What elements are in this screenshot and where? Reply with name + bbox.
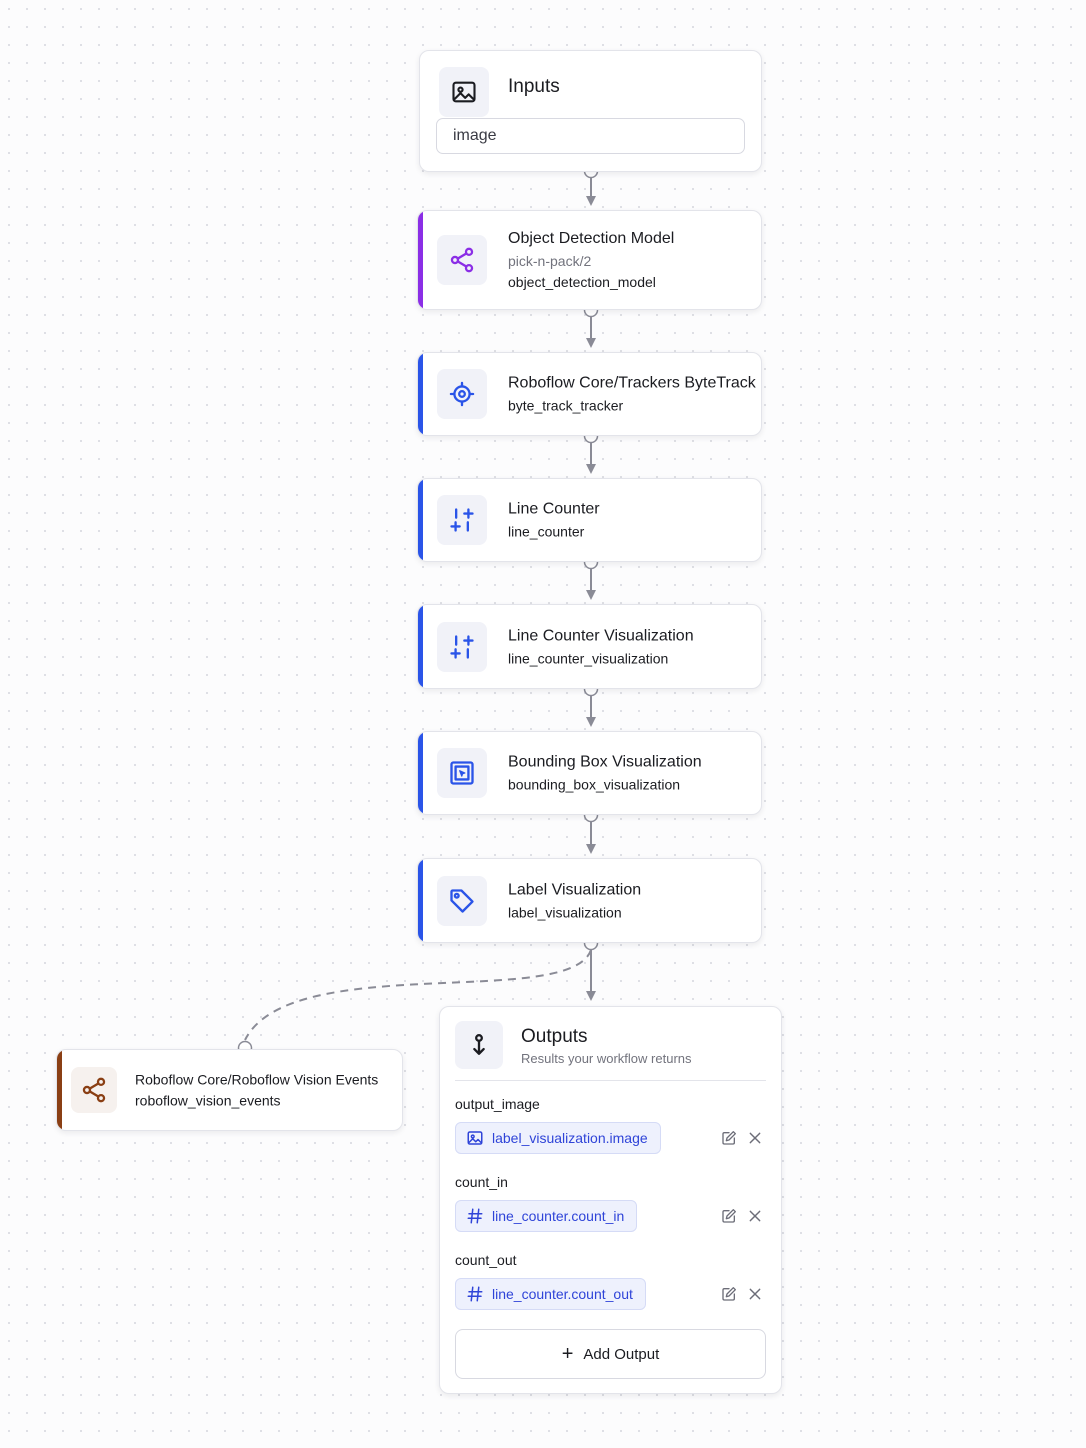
output-source-value: label_visualization.image [492, 1130, 648, 1146]
edit-icon[interactable] [720, 1285, 738, 1303]
output-name: count_in [455, 1174, 508, 1190]
inputs-node[interactable]: Inputs image [419, 50, 762, 172]
node-id: byte_track_tracker [508, 397, 624, 414]
divider [455, 1080, 766, 1081]
add-output-button[interactable]: + Add Output [455, 1329, 766, 1379]
node-title: Roboflow Core/Roboflow Vision Events [135, 1071, 379, 1088]
image-icon [466, 1129, 484, 1147]
node-id: line_counter [508, 523, 585, 540]
share-nodes-icon [71, 1067, 117, 1113]
counter-icon [437, 495, 487, 545]
node-accent-bar [57, 1050, 62, 1130]
tag-icon [437, 875, 487, 926]
node-accent-bar [418, 353, 423, 435]
node-accent-bar [418, 859, 423, 942]
node-id: object_detection_model [508, 274, 656, 290]
download-arrow-icon [455, 1021, 503, 1069]
output-name: output_image [455, 1096, 540, 1112]
roboflow-vision-events-node[interactable]: Roboflow Core/Roboflow Vision Events rob… [56, 1049, 403, 1131]
inputs-title: Inputs [508, 76, 560, 97]
hash-icon [466, 1207, 484, 1225]
plus-icon: + [561, 1343, 574, 1365]
edit-icon[interactable] [720, 1129, 738, 1147]
node-id: roboflow_vision_events [135, 1092, 281, 1109]
output-source-chip[interactable]: label_visualization.image [455, 1122, 661, 1154]
counter-icon [437, 621, 487, 672]
node-accent-bar [418, 211, 423, 309]
node-accent-bar [418, 732, 423, 814]
node-accent-bar [418, 605, 423, 688]
node-title: Label Visualization [508, 881, 642, 898]
bounding-box-visualization-node[interactable]: Bounding Box Visualization bounding_box_… [417, 731, 762, 815]
edit-icon[interactable] [720, 1207, 738, 1225]
outputs-subtitle: Results your workflow returns [521, 1051, 692, 1066]
node-id: line_counter_visualization [508, 650, 669, 666]
node-id: bounding_box_visualization [508, 776, 681, 793]
object-detection-model-node[interactable]: Object Detection Model pick-n-pack/2 obj… [417, 210, 762, 310]
close-icon[interactable] [746, 1285, 764, 1303]
close-icon[interactable] [746, 1129, 764, 1147]
input-field-image[interactable]: image [436, 118, 745, 154]
node-id: label_visualization [508, 904, 622, 920]
node-title: Roboflow Core/Trackers ByteTrack [508, 374, 756, 392]
close-icon[interactable] [746, 1207, 764, 1225]
output-name: count_out [455, 1252, 517, 1268]
bounding-box-icon [437, 748, 487, 798]
output-source-chip[interactable]: line_counter.count_out [455, 1278, 646, 1310]
crosshair-icon [437, 369, 487, 419]
node-title: Line Counter [508, 500, 600, 518]
hash-icon [466, 1285, 484, 1303]
node-title: Object Detection Model [508, 230, 675, 247]
output-source-value: line_counter.count_in [492, 1208, 625, 1224]
image-icon [439, 67, 489, 117]
outputs-title: Outputs [521, 1026, 588, 1047]
line-counter-visualization-node[interactable]: Line Counter Visualization line_counter_… [417, 604, 762, 689]
output-source-value: line_counter.count_out [492, 1286, 633, 1302]
bytetrack-tracker-node[interactable]: Roboflow Core/Trackers ByteTrack byte_tr… [417, 352, 762, 436]
node-title: Line Counter Visualization [508, 627, 694, 644]
node-title: Bounding Box Visualization [508, 753, 702, 771]
node-accent-bar [418, 479, 423, 561]
share-nodes-icon [437, 235, 487, 285]
line-counter-node[interactable]: Line Counter line_counter [417, 478, 762, 562]
outputs-node[interactable]: Outputs Results your workflow returns ou… [439, 1006, 782, 1394]
output-source-chip[interactable]: line_counter.count_in [455, 1200, 638, 1232]
label-visualization-node[interactable]: Label Visualization label_visualization [417, 858, 762, 943]
add-output-label: Add Output [583, 1345, 660, 1363]
node-subtitle: pick-n-pack/2 [508, 253, 592, 269]
